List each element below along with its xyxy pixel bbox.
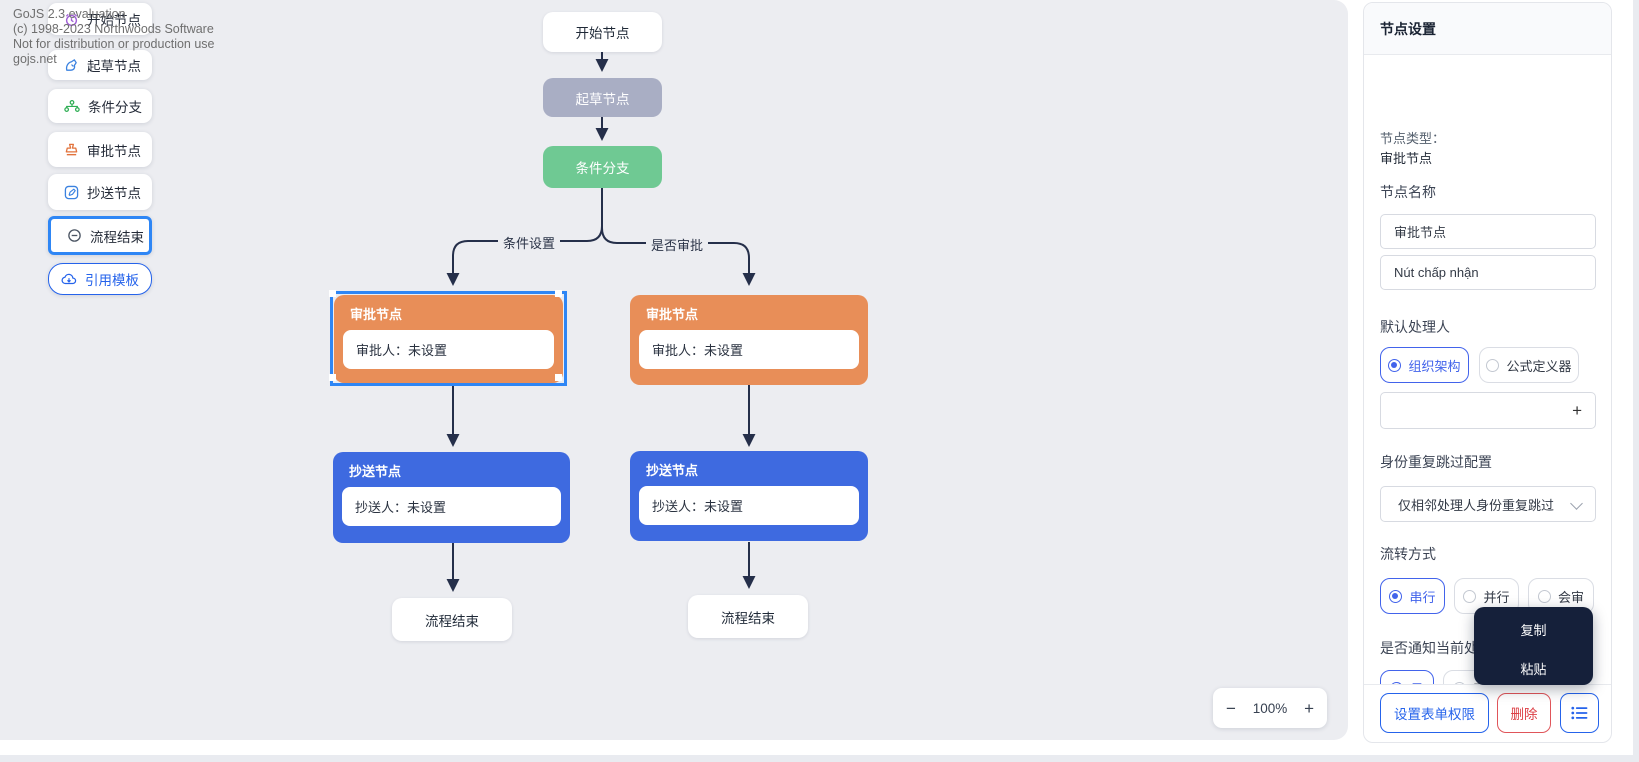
pill-label: 组织架构 xyxy=(1408,358,1461,374)
node-type-value: 审批节点 xyxy=(1380,151,1433,166)
palette-item-label: 条件分支 xyxy=(88,100,142,115)
list-icon xyxy=(1570,706,1587,720)
node-assignee-text: 抄送人：未设置 xyxy=(639,486,859,525)
radio-icon xyxy=(1388,358,1402,372)
select-value: 仅相邻处理人身份重复跳过 xyxy=(1398,497,1555,513)
node-title: 抄送节点 xyxy=(646,463,699,478)
flow-node-end-left[interactable]: 流程结束 xyxy=(392,598,512,641)
flow-node-approval-right[interactable]: 审批节点 审批人：未设置 xyxy=(630,295,868,385)
resize-handle[interactable] xyxy=(555,374,562,381)
palette-item-label: 流程结束 xyxy=(90,229,144,245)
vertical-scrollbar-track[interactable] xyxy=(1633,0,1639,762)
context-menu-paste[interactable]: 粘贴 xyxy=(1520,662,1547,677)
context-menu: 复制 粘贴 xyxy=(1474,607,1593,685)
set-form-permission-button[interactable]: 设置表单权限 xyxy=(1380,693,1489,733)
flow-node-start[interactable]: 开始节点 xyxy=(543,12,662,52)
palette-item-cc[interactable]: 抄送节点 xyxy=(48,174,152,210)
node-list-button[interactable] xyxy=(1560,693,1599,733)
flow-node-draft[interactable]: 起草节点 xyxy=(543,78,662,117)
clock-icon xyxy=(65,13,78,26)
skip-config-select[interactable]: 仅相邻处理人身份重复跳过 xyxy=(1380,486,1596,522)
stamp-icon xyxy=(65,143,78,156)
resize-handle[interactable] xyxy=(555,290,562,297)
palette-item-start[interactable]: 开始节点 xyxy=(48,3,152,35)
palette-item-branch[interactable]: 条件分支 xyxy=(48,89,152,123)
context-menu-copy[interactable]: 复制 xyxy=(1520,623,1547,638)
zoom-control: − 100% + xyxy=(1213,688,1327,728)
circle-minus-icon xyxy=(68,229,81,242)
pill-label: 串行 xyxy=(1409,589,1436,605)
node-assignee-text: 审批人：未设置 xyxy=(639,330,859,369)
add-handler-button[interactable]: + xyxy=(1380,392,1596,429)
branch-icon xyxy=(64,100,80,112)
flow-node-cc-left[interactable]: 抄送节点 抄送人：未设置 xyxy=(333,452,570,543)
default-handler-label: 默认处理人 xyxy=(1380,319,1450,335)
node-type-label: 节点类型： xyxy=(1380,131,1446,146)
pill-label: 公式定义器 xyxy=(1506,358,1572,374)
palette-item-label: 抄送节点 xyxy=(87,186,141,201)
zoom-in-button[interactable]: + xyxy=(1304,698,1314,718)
resize-handle[interactable] xyxy=(329,374,336,381)
reference-template-button[interactable]: 引用模板 xyxy=(48,263,152,295)
zoom-level: 100% xyxy=(1252,700,1288,716)
panel-title: 节点设置 xyxy=(1364,3,1611,55)
skip-config-label: 身份重复跳过配置 xyxy=(1380,454,1492,470)
node-title: 抄送节点 xyxy=(349,464,402,479)
diagram-canvas[interactable]: GoJS 2.3 evaluation (c) 1998-2023 Northw… xyxy=(0,0,1348,740)
radio-icon xyxy=(1537,589,1551,603)
delete-button[interactable]: 删除 xyxy=(1497,693,1551,733)
pill-label: 会审 xyxy=(1557,589,1584,605)
palette-item-label: 引用模板 xyxy=(85,273,139,288)
node-name-input[interactable]: 审批节点 xyxy=(1380,214,1596,249)
palette-item-approval[interactable]: 审批节点 xyxy=(48,132,152,167)
pencil-square-icon xyxy=(64,185,79,199)
panel-footer: 设置表单权限 删除 xyxy=(1364,684,1611,742)
radio-icon xyxy=(1389,589,1403,603)
flow-links xyxy=(446,52,756,592)
link-label-approve: 是否审批 xyxy=(645,235,709,254)
zoom-out-button[interactable]: − xyxy=(1226,698,1236,718)
radio-icon xyxy=(1463,589,1477,603)
node-name-label: 节点名称 xyxy=(1380,184,1436,200)
handler-option-formula[interactable]: 公式定义器 xyxy=(1479,347,1579,383)
palette-item-label: 起草节点 xyxy=(87,59,141,74)
palette-item-label: 开始节点 xyxy=(87,13,141,28)
radio-icon xyxy=(1486,358,1500,372)
flow-mode-serial[interactable]: 串行 xyxy=(1380,578,1445,614)
palette-item-end[interactable]: 流程结束 xyxy=(48,216,152,255)
palette-item-draft[interactable]: 起草节点 xyxy=(48,50,152,80)
node-assignee-text: 抄送人：未设置 xyxy=(342,487,561,526)
pill-label: 并行 xyxy=(1483,589,1510,605)
horizontal-scrollbar-track[interactable] xyxy=(0,755,1639,762)
node-title: 审批节点 xyxy=(350,307,403,322)
flow-node-end-right[interactable]: 流程结束 xyxy=(688,595,808,638)
draft-pen-icon xyxy=(65,58,77,71)
node-assignee-text: 审批人：未设置 xyxy=(343,330,554,369)
link-label-condition: 条件设置 xyxy=(497,233,561,252)
node-title: 审批节点 xyxy=(646,307,699,322)
flow-node-cc-right[interactable]: 抄送节点 抄送人：未设置 xyxy=(630,451,868,541)
node-selection-rect xyxy=(330,291,567,386)
node-name-input-secondary[interactable]: Nút chấp nhận xyxy=(1380,255,1596,290)
flow-node-approval-left[interactable]: 审批节点 审批人：未设置 xyxy=(334,295,563,383)
handler-option-org[interactable]: 组织架构 xyxy=(1380,347,1469,383)
flow-node-branch[interactable]: 条件分支 xyxy=(543,146,662,188)
palette-item-label: 审批节点 xyxy=(87,143,141,159)
resize-handle[interactable] xyxy=(329,290,336,297)
cloud-download-icon xyxy=(61,273,77,285)
flow-mode-label: 流转方式 xyxy=(1380,546,1436,562)
chevron-down-icon xyxy=(1570,497,1583,510)
